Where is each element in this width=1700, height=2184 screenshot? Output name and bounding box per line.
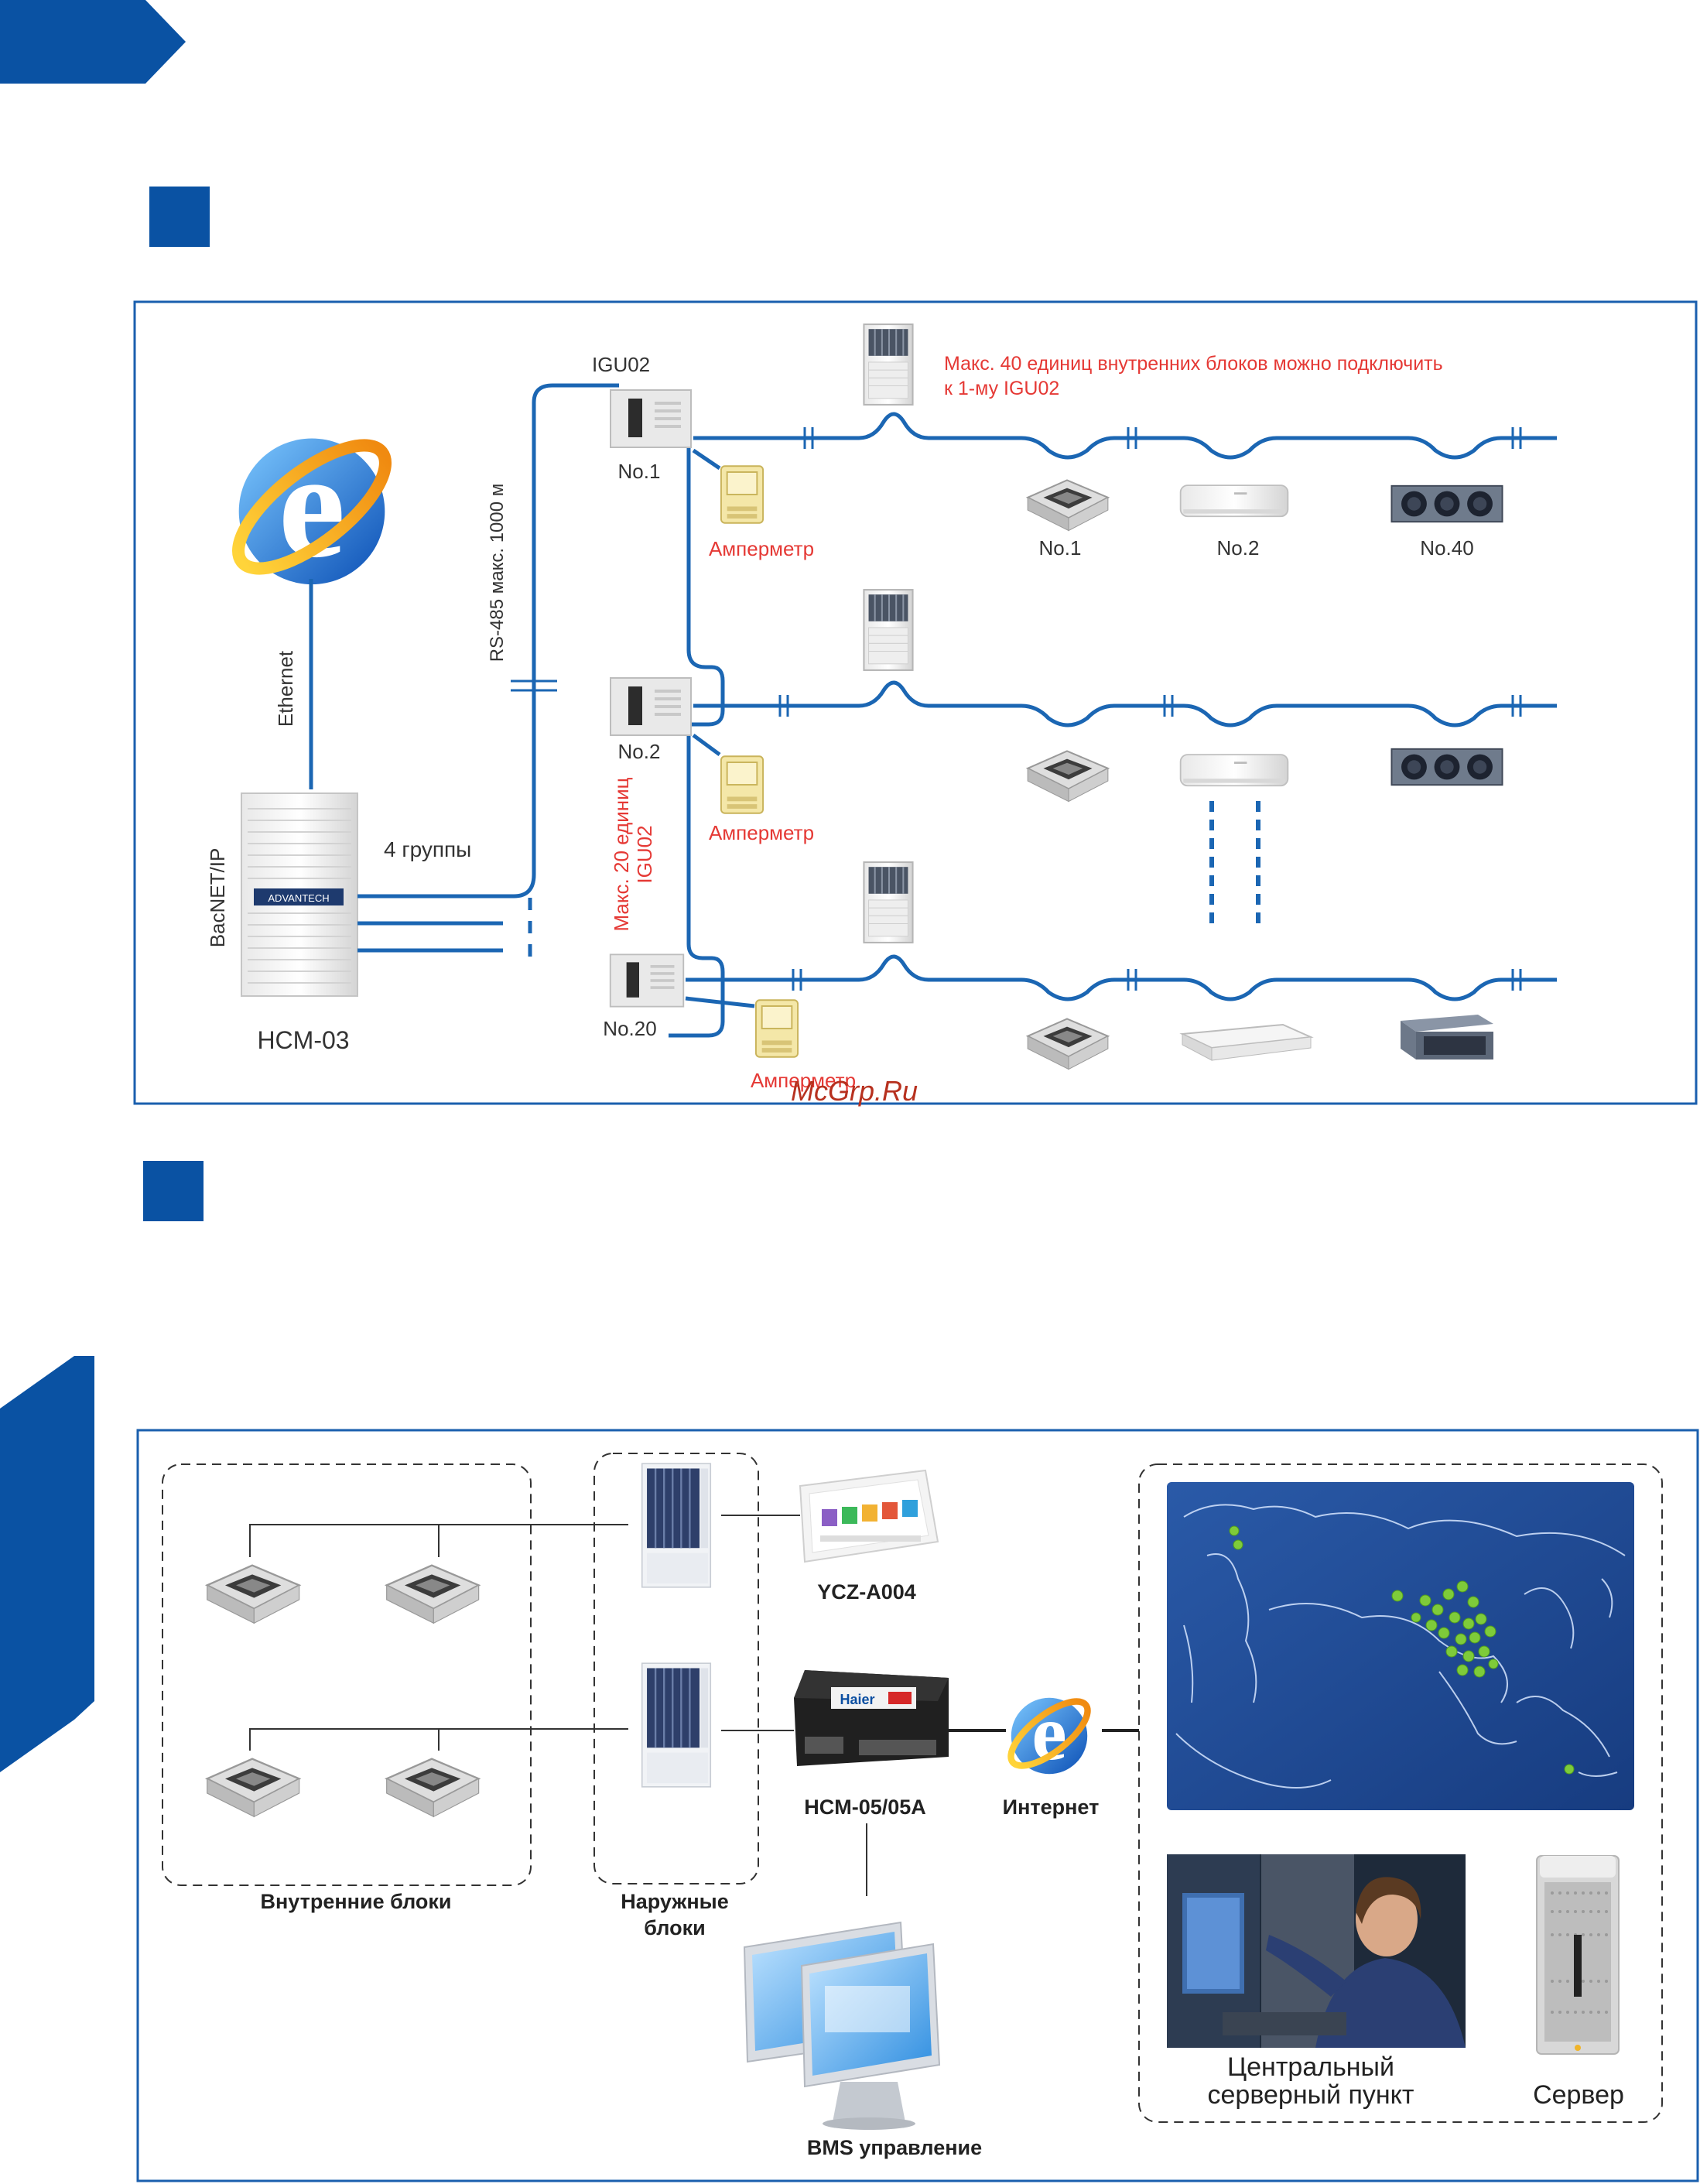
igu02-unit-20 <box>609 953 685 1008</box>
pipe-break-marks <box>778 427 1522 991</box>
igu-label-2: No.2 <box>618 740 661 763</box>
igu02-unit-2 <box>609 676 693 737</box>
hcm03-logo: ADVANTECH <box>268 892 329 904</box>
internet-label: Интернет <box>1003 1795 1100 1819</box>
max20-note-line2: IGU02 <box>633 825 656 883</box>
rs485-label: RS-485 макс. 1000 м <box>487 484 508 662</box>
operator-photo <box>1167 1854 1466 2048</box>
rs485-break-mark <box>511 680 557 692</box>
server-label: Сервер <box>1533 2080 1624 2110</box>
pipe-row-2 <box>693 680 1557 727</box>
diagram1: Ethernet ADVANTECH BacNET/IP HCM-03 4 гр… <box>133 300 1698 1107</box>
ycz-touch-panel <box>799 1469 939 1563</box>
igu-label-20: No.20 <box>603 1017 656 1040</box>
pipe-row-3 <box>686 954 1557 1001</box>
hcm05-label: HCM-05/05A <box>804 1795 926 1819</box>
max20-note-line1: Макс. 20 единиц <box>610 777 633 931</box>
ycz-label: YCZ-A004 <box>817 1580 916 1604</box>
left-side-tab <box>0 1356 94 1772</box>
central-server-label-1: Центральный <box>1227 2052 1394 2082</box>
ammeter-icon-2 <box>720 755 764 814</box>
ammeter-link-3 <box>685 996 755 1008</box>
pipe-row-1 <box>693 412 1557 460</box>
duct-unit-icon-r2 <box>1390 748 1503 786</box>
outdoor-unit-big-1 <box>641 1462 712 1589</box>
igu02-header: IGU02 <box>592 353 650 376</box>
indoor-units-label: Внутренние блоки <box>260 1890 451 1913</box>
indoor-line-top <box>249 1524 628 1557</box>
indoor-label-no1: No.1 <box>1039 536 1082 560</box>
ducted-unit-icon-r3 <box>1401 1015 1493 1059</box>
wall-unit-icon-r2 <box>1179 754 1289 787</box>
continuation-dots <box>1209 801 1260 925</box>
hcm03-label: HCM-03 <box>257 1026 349 1054</box>
section2-marker <box>143 1161 204 1221</box>
ammeter-label-3: Амперметр <box>751 1069 856 1092</box>
ethernet-label: Ethernet <box>274 650 297 727</box>
indoor-line-bottom <box>249 1728 628 1751</box>
max40-note-line1: Макс. 40 единиц внутренних блоков можно … <box>944 353 1443 375</box>
igu02-unit-1 <box>609 389 693 449</box>
duct-unit-icon <box>1390 484 1503 523</box>
bms-label: BMS управление <box>807 2136 982 2159</box>
top-corner-tab <box>0 0 186 84</box>
outdoor-group-box <box>593 1453 759 1884</box>
igu-label-1: No.1 <box>618 460 661 483</box>
indoor-label-no2: No.2 <box>1217 536 1260 560</box>
hcm05-controller: Haier <box>794 1670 949 1766</box>
rs485-trunk <box>357 383 619 899</box>
bms-monitors <box>743 1921 941 2130</box>
outdoor-units-label-2: блоки <box>644 1916 705 1939</box>
ammeter-link-1 <box>692 448 721 471</box>
ammeter-icon-3 <box>754 999 799 1058</box>
outdoor-unit-icon-3 <box>863 861 914 943</box>
max40-note-line2: к 1-му IGU02 <box>944 378 1059 399</box>
ammeter-label-2: Амперметр <box>709 821 814 844</box>
bacnet-label: BacNET/IP <box>206 848 229 948</box>
server-tower <box>1536 1855 1620 2055</box>
ammeter-label-1: Амперметр <box>709 537 814 560</box>
world-map <box>1167 1482 1634 1810</box>
indoor-label-no40: No.40 <box>1420 536 1473 560</box>
hcm05-logo: Haier <box>840 1692 874 1707</box>
outdoor-units-label-1: Наружные <box>621 1890 729 1913</box>
groups-label: 4 группы <box>384 837 471 861</box>
ammeter-link-2 <box>692 733 721 757</box>
outdoor-unit-big-2 <box>641 1662 712 1789</box>
outdoor-unit-icon <box>863 323 914 406</box>
wall-unit-icon <box>1179 484 1289 518</box>
outdoor-unit-icon-2 <box>863 589 914 671</box>
watermark: McGrp.Ru <box>791 1075 918 1107</box>
hcm03-controller: ADVANTECH <box>241 792 358 997</box>
ammeter-icon <box>720 465 764 524</box>
section1-marker <box>149 187 210 247</box>
diagram2: Внутренние блоки Наружные блоки YCZ-A004… <box>136 1429 1699 2182</box>
remote-group-box <box>1138 1463 1663 2123</box>
central-server-label-2: серверный пункт <box>1208 2080 1414 2110</box>
